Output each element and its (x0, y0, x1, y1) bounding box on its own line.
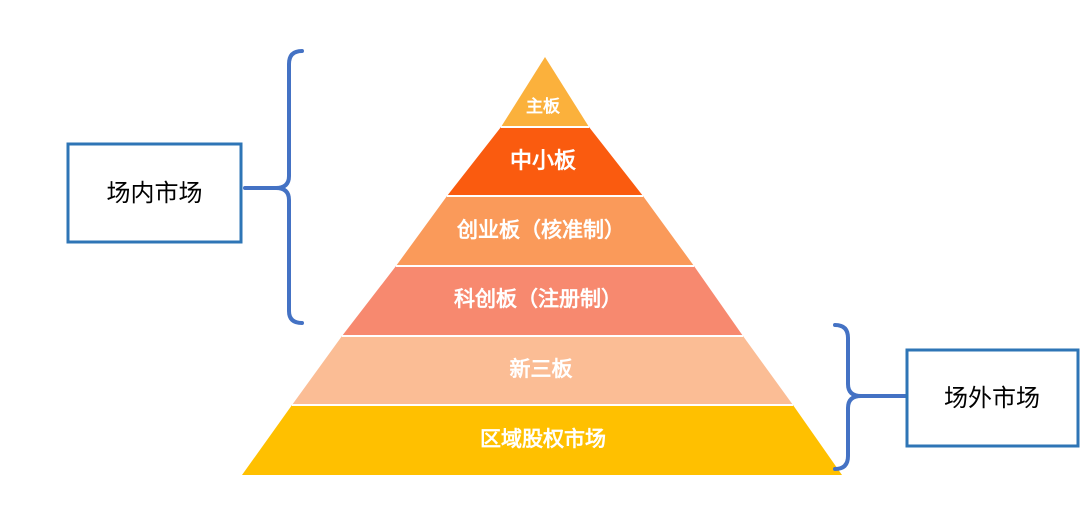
layer-chinext (396, 196, 694, 266)
offsite-market-box-border (905, 348, 1080, 448)
offsite-market-brace (833, 323, 908, 471)
layer-sme-board-label: 中小板 (510, 149, 577, 174)
onsite-market-label: 场内市场 (107, 179, 203, 207)
layer-regional-equity-label: 区域股权市场 (480, 427, 606, 451)
layer-main-board-label: 主板 (526, 96, 561, 117)
layer-main-board (501, 57, 589, 127)
layer-sme-board (447, 127, 643, 196)
layer-dividers (292, 126, 793, 406)
layer-chinext-label: 创业板（核准制） (456, 218, 625, 242)
layer-neeq-label: 新三板 (510, 357, 574, 381)
layer-regional-equity (242, 405, 842, 475)
onsite-market-box: 场内市场 (66, 142, 243, 244)
onsite-market-box-border (66, 142, 243, 244)
offsite-market-label: 场外市场 (944, 384, 1040, 412)
onsite-market-brace (243, 49, 304, 325)
layer-neeq (292, 336, 793, 405)
layer-star-market-label: 科创板（注册制） (454, 287, 622, 311)
layer-star-market (342, 266, 743, 336)
offsite-market-box: 场外市场 (905, 348, 1080, 448)
pyramid: 主板 中小板 创业板（核准制） 科创板（注册制） 新三板 区域股权市场 (242, 57, 842, 475)
